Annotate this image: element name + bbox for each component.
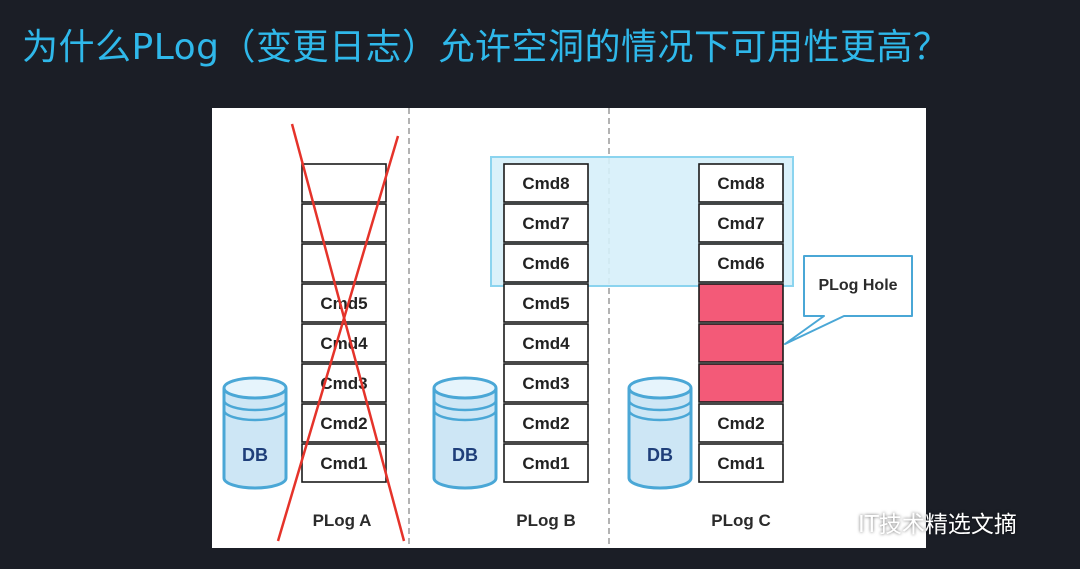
db-cylinder-top — [222, 376, 288, 400]
cell-label: Cmd4 — [320, 334, 368, 353]
hole-cell — [698, 363, 784, 403]
watermark: IT技术精选文摘 — [812, 505, 1017, 539]
cell-label: Cmd2 — [522, 414, 569, 433]
cell-label: Cmd1 — [320, 454, 367, 473]
cell-label: Cmd3 — [320, 374, 367, 393]
callout-bubble — [784, 255, 913, 345]
db-cylinder-body — [627, 388, 693, 490]
log-cell — [503, 163, 589, 203]
log-cell — [503, 363, 589, 403]
db-label: DB — [242, 445, 268, 465]
log-cell — [301, 323, 387, 363]
cross-line-2 — [276, 135, 400, 542]
log-cell — [503, 243, 589, 283]
db-ring-1 — [222, 399, 288, 412]
db-label: DB — [647, 445, 673, 465]
cell-label: Cmd1 — [522, 454, 569, 473]
callout-label: PLog Hole — [818, 277, 897, 294]
log-cell — [301, 363, 387, 403]
plog-label: PLog C — [711, 511, 771, 530]
cell-label: Cmd2 — [320, 414, 367, 433]
cell-label: Cmd3 — [522, 374, 569, 393]
log-cell — [503, 283, 589, 323]
log-cell — [698, 443, 784, 483]
cell-label: Cmd5 — [320, 294, 367, 313]
cell-label: Cmd5 — [522, 294, 569, 313]
cell-label: Cmd4 — [522, 334, 570, 353]
db-label: DB — [452, 445, 478, 465]
watermark-text: IT技术精选文摘 — [858, 512, 1017, 538]
log-cell — [503, 443, 589, 483]
db-ring-2 — [432, 409, 498, 422]
db-ring-1 — [627, 399, 693, 412]
cell-label: Cmd6 — [522, 254, 569, 273]
log-cell — [698, 163, 784, 203]
db-ring-2 — [627, 409, 693, 422]
hole-cell — [698, 323, 784, 363]
db-ring-1 — [432, 399, 498, 412]
db-cylinder-body — [222, 388, 288, 490]
log-cell — [301, 443, 387, 483]
log-cell — [698, 243, 784, 283]
hole-cell — [698, 283, 784, 323]
db-ring-2 — [222, 409, 288, 422]
log-cell — [503, 203, 589, 243]
cell-label: Cmd8 — [522, 174, 569, 193]
plog-label: PLog A — [313, 511, 372, 530]
log-cell — [698, 403, 784, 443]
log-cell — [503, 323, 589, 363]
wechat-icon — [814, 509, 849, 535]
log-cell — [503, 403, 589, 443]
cell-label: Cmd8 — [717, 174, 764, 193]
cell-label: Cmd2 — [717, 414, 764, 433]
db-cylinder-top — [627, 376, 693, 400]
cell-label: Cmd7 — [522, 214, 569, 233]
plog-label: PLog B — [516, 511, 576, 530]
slide-title: 为什么PLog（变更日志）允许空洞的情况下可用性更高？ — [22, 27, 950, 68]
cell-label: Cmd1 — [717, 454, 764, 473]
db-cylinder-top — [432, 376, 498, 400]
cross-line-1 — [290, 123, 406, 542]
log-cell — [301, 243, 387, 283]
log-cell — [698, 203, 784, 243]
cell-label: Cmd7 — [717, 214, 764, 233]
cell-label: Cmd6 — [717, 254, 764, 273]
log-cell — [301, 163, 387, 203]
db-cylinder-body — [432, 388, 498, 490]
